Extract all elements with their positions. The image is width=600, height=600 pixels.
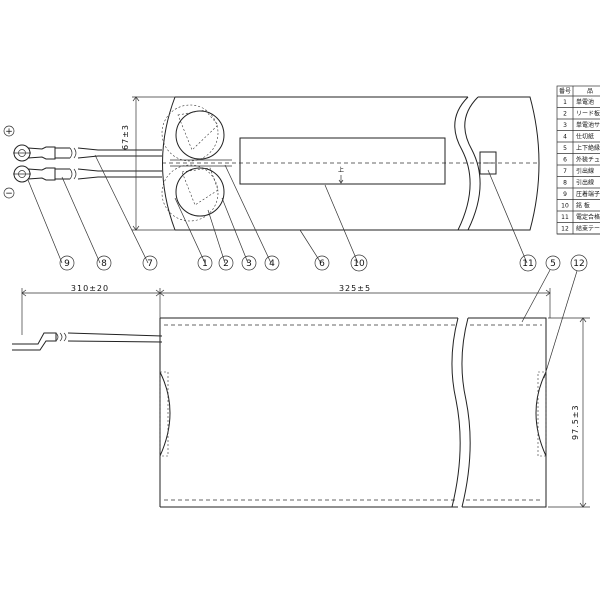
- table-row: 1 単電池: [563, 98, 594, 106]
- callout-4: 4: [264, 255, 280, 271]
- top-leaders: [27, 154, 528, 264]
- table-cell-item: 仕切紙: [576, 133, 594, 141]
- svg-text:2: 2: [223, 259, 229, 269]
- name-plate: [239, 137, 446, 185]
- top-callouts: 9 8 7 1 2 3 4 6 10 11 5 12: [59, 254, 588, 272]
- table-header-item: 品: [587, 88, 593, 95]
- callout-12: 12: [570, 254, 588, 272]
- table-cell-no: 1: [563, 99, 567, 106]
- side-body-outline: [160, 317, 458, 508]
- table-cell-no: 5: [563, 145, 567, 152]
- minus-terminal-symbol: [3, 187, 15, 199]
- cell-circles: [161, 104, 232, 222]
- table-header-no: 番号: [559, 88, 571, 95]
- callout-3: 3: [241, 255, 257, 271]
- ring-terminal-upper: [13, 144, 56, 162]
- table-row: 2 リード板: [563, 110, 600, 118]
- body-dim-text: 325±5: [339, 284, 371, 293]
- table-row: 8 引出線: [563, 179, 594, 187]
- up-mark: 上: [338, 166, 344, 174]
- table-cell-item: 単電池: [576, 98, 594, 106]
- ring-terminal-lower: [13, 165, 56, 183]
- table-cell-item: リード板: [576, 110, 600, 118]
- table-row: 5 上下絶縁: [563, 144, 600, 152]
- table-row: 9 圧着端子: [563, 190, 600, 198]
- svg-text:11: 11: [522, 259, 533, 269]
- table-cell-no: 4: [563, 134, 567, 141]
- table-cell-item: 引出線: [576, 179, 594, 187]
- callout-1: 1: [197, 255, 213, 271]
- table-cell-item: 圧着端子: [576, 190, 600, 198]
- table-cell-item: 引出線: [576, 167, 594, 175]
- callout-8: 8: [96, 255, 112, 271]
- callout-7: 7: [142, 255, 158, 271]
- svg-text:9: 9: [64, 259, 70, 269]
- svg-text:6: 6: [319, 259, 325, 269]
- plus-label: +: [5, 127, 13, 137]
- lead-wires: [55, 147, 162, 180]
- side-lead-wire: [67, 332, 163, 343]
- end-cap-left: [159, 371, 171, 457]
- minus-label: −: [5, 189, 13, 199]
- table-row: 11 電定合格: [561, 213, 600, 221]
- side-break-left: [451, 317, 461, 508]
- pack-body-outline: [175, 96, 468, 231]
- table-cell-no: 9: [563, 191, 567, 198]
- plus-terminal-symbol: [3, 125, 15, 137]
- table-cell-item: 電定合格: [576, 213, 600, 221]
- table-row: 10 銘 板: [561, 202, 590, 210]
- body-height-dim-text: 97.5±3: [571, 404, 580, 440]
- callout-5: 5: [545, 255, 561, 271]
- table-cell-no: 2: [563, 111, 567, 118]
- svg-text:4: 4: [269, 259, 275, 269]
- top-view: + − 67±3: [3, 96, 588, 272]
- table-cell-item: 上下絶縁: [576, 144, 600, 152]
- height-dim-text: 67±3: [121, 124, 130, 150]
- callout-9: 9: [59, 255, 75, 271]
- break-line-right: [464, 96, 481, 231]
- svg-text:1: 1: [202, 259, 208, 269]
- side-view: 310±20 325±5 97.5±3: [12, 269, 590, 508]
- svg-text:8: 8: [101, 259, 107, 269]
- table-cell-item: 銘 板: [576, 202, 590, 210]
- svg-text:7: 7: [147, 259, 153, 269]
- table-row: 12 結束テー: [561, 225, 600, 233]
- svg-text:10: 10: [353, 259, 365, 269]
- parts-table: 番号 品 1 単電池 2 リード板 3 単電池サ 4 仕切紙 5 上下絶縁 6 外装チュ 7 引出線 8 引出…: [556, 85, 600, 235]
- table-cell-item: 外装チュ: [576, 156, 600, 164]
- table-cell-no: 7: [563, 168, 567, 175]
- svg-text:3: 3: [246, 259, 252, 269]
- callout-10: 10: [350, 254, 368, 272]
- callout-6: 6: [314, 255, 330, 271]
- svg-text:12: 12: [573, 259, 584, 269]
- table-cell-item: 結束テー: [576, 225, 600, 233]
- table-cell-no: 10: [561, 203, 569, 210]
- end-cap-right: [535, 371, 547, 457]
- side-terminal: [12, 332, 57, 351]
- lead-dim-text: 310±20: [71, 284, 109, 293]
- table-cell-no: 3: [563, 122, 567, 129]
- table-row: 3 単電池サ: [563, 121, 600, 129]
- table-row: 4 仕切紙: [563, 133, 594, 141]
- table-cell-no: 12: [561, 226, 569, 233]
- callout-11: 11: [519, 254, 537, 272]
- side-break-right: [461, 317, 471, 508]
- break-line-left: [454, 96, 471, 231]
- table-row: 7 引出線: [563, 167, 594, 175]
- table-cell-item: 単電池サ: [576, 121, 600, 129]
- table-cell-no: 8: [563, 180, 567, 187]
- inspection-label: [479, 151, 497, 175]
- table-cell-no: 6: [563, 157, 567, 164]
- table-row: 6 外装チュ: [563, 156, 600, 164]
- callout-2: 2: [218, 255, 234, 271]
- svg-text:5: 5: [550, 259, 556, 269]
- table-cell-no: 11: [561, 214, 569, 221]
